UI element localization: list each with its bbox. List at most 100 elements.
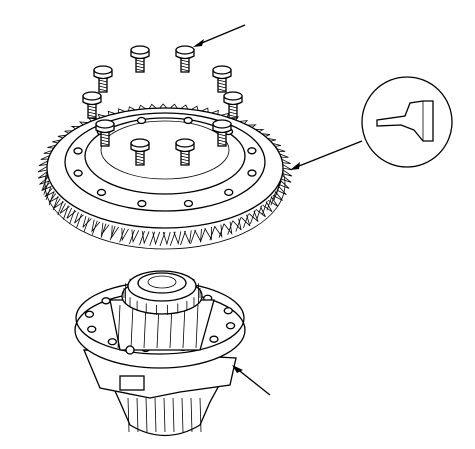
gear-tooth	[131, 229, 140, 244]
bolt-thread	[180, 62, 190, 66]
side-bearing-bore	[147, 275, 177, 289]
gear-tooth	[159, 103, 168, 109]
gear-helix-line	[45, 185, 52, 201]
bolt	[93, 65, 113, 93]
bolt-thread	[135, 158, 145, 162]
leader-lines	[193, 24, 363, 396]
bolt-thread	[135, 68, 145, 72]
flange-hole	[84, 310, 95, 318]
gear-bolt-hole	[73, 169, 83, 177]
final-driven-gear	[37, 103, 293, 250]
bolt-thread	[180, 59, 190, 63]
gear-tooth	[267, 196, 279, 207]
bolt-thread	[180, 65, 190, 69]
leader-line-bolts	[196, 24, 246, 46]
gear-bolt-hole	[224, 188, 234, 197]
bolt-head-top	[175, 45, 195, 55]
leader-arrow-gear	[290, 162, 300, 170]
gear-helix-line	[100, 223, 107, 238]
gear-tooth	[214, 224, 223, 239]
lower-rib	[136, 397, 139, 433]
gear-helix-line	[227, 220, 234, 235]
bolt-thread	[87, 105, 97, 109]
gear-helix-line	[169, 231, 176, 246]
bolt	[175, 45, 195, 73]
gear-tooth	[78, 121, 89, 126]
gear-bolt-hole	[137, 199, 147, 208]
leader-line-gear	[293, 140, 363, 169]
gear-tooth	[280, 158, 291, 164]
gear-tooth	[57, 134, 68, 139]
bolt-thread	[98, 79, 108, 83]
bolt-thread	[135, 152, 145, 156]
bolt-thread	[180, 161, 190, 165]
gear-helix-line	[235, 217, 242, 232]
leader-arrow-carrier	[232, 365, 243, 373]
gear-tooth	[238, 120, 249, 125]
gear-bolt-hole	[96, 188, 107, 197]
bolt-thread	[217, 88, 227, 92]
gear-helix-line	[256, 205, 263, 220]
gear-helix-line	[266, 196, 273, 211]
lower-rib	[145, 397, 148, 433]
tooth-detail-inset	[361, 76, 453, 168]
bolt-thread	[228, 114, 238, 118]
gear-helix-line	[190, 229, 196, 245]
gear-helix-line	[83, 217, 90, 232]
gear-tooth	[279, 180, 290, 189]
carrier-rib	[182, 304, 186, 349]
bolt-thread	[87, 114, 97, 118]
gear-bolt-hole	[183, 199, 194, 208]
gear-helix-line	[149, 231, 156, 246]
gear-bolt-hole	[183, 116, 193, 125]
gear-tooth	[180, 104, 189, 110]
gear-helix-line	[91, 220, 98, 235]
carrier-rib	[117, 304, 121, 349]
gear-helix-line	[69, 209, 75, 224]
gear-teeth	[37, 103, 293, 250]
bolt-thread	[217, 139, 227, 143]
gear-tooth	[82, 215, 92, 228]
gear-tooth	[107, 110, 116, 116]
gear-helix-line	[43, 180, 50, 195]
bolt-thread	[98, 82, 108, 86]
bolt-head-top	[95, 119, 115, 129]
gear-helix-line	[129, 229, 135, 245]
carrier-lower-ribs	[127, 397, 202, 433]
flange-hole	[225, 322, 236, 330]
gear-helix-line	[273, 185, 280, 201]
ring-gear-bolts	[82, 45, 243, 166]
bolt-thread	[217, 133, 227, 137]
gear-tooth	[282, 169, 293, 177]
gear-tooth	[91, 219, 101, 233]
tooth-profile	[376, 100, 434, 142]
bolt-thread	[180, 158, 190, 162]
leader-line-carrier	[235, 367, 271, 396]
gear-tooth	[47, 144, 58, 149]
gear-tooth	[173, 231, 182, 246]
bolt-thread	[217, 79, 227, 83]
gear-tooth	[38, 160, 49, 167]
gear-tooth	[271, 142, 282, 147]
gear-tooth	[97, 113, 107, 119]
bolt-thread	[217, 142, 227, 146]
lower-rib	[154, 397, 157, 433]
bolt-head-top	[223, 91, 243, 101]
bolt-thread	[135, 65, 145, 69]
bolt-thread	[135, 62, 145, 66]
bolt	[95, 119, 115, 147]
bolt	[212, 65, 232, 93]
gear-helix-line	[57, 200, 64, 216]
bolt-head-top	[93, 65, 113, 75]
gear-helix-line	[62, 205, 69, 220]
gear-tooth	[118, 108, 126, 113]
gear-helix-line	[159, 231, 166, 247]
gear-tooth	[121, 227, 129, 242]
gear-tooth	[66, 207, 77, 219]
bolt-thread	[180, 155, 190, 159]
gear-bore-edge	[84, 117, 246, 195]
bolt-thread	[217, 85, 227, 89]
gear-tooth	[138, 104, 146, 110]
